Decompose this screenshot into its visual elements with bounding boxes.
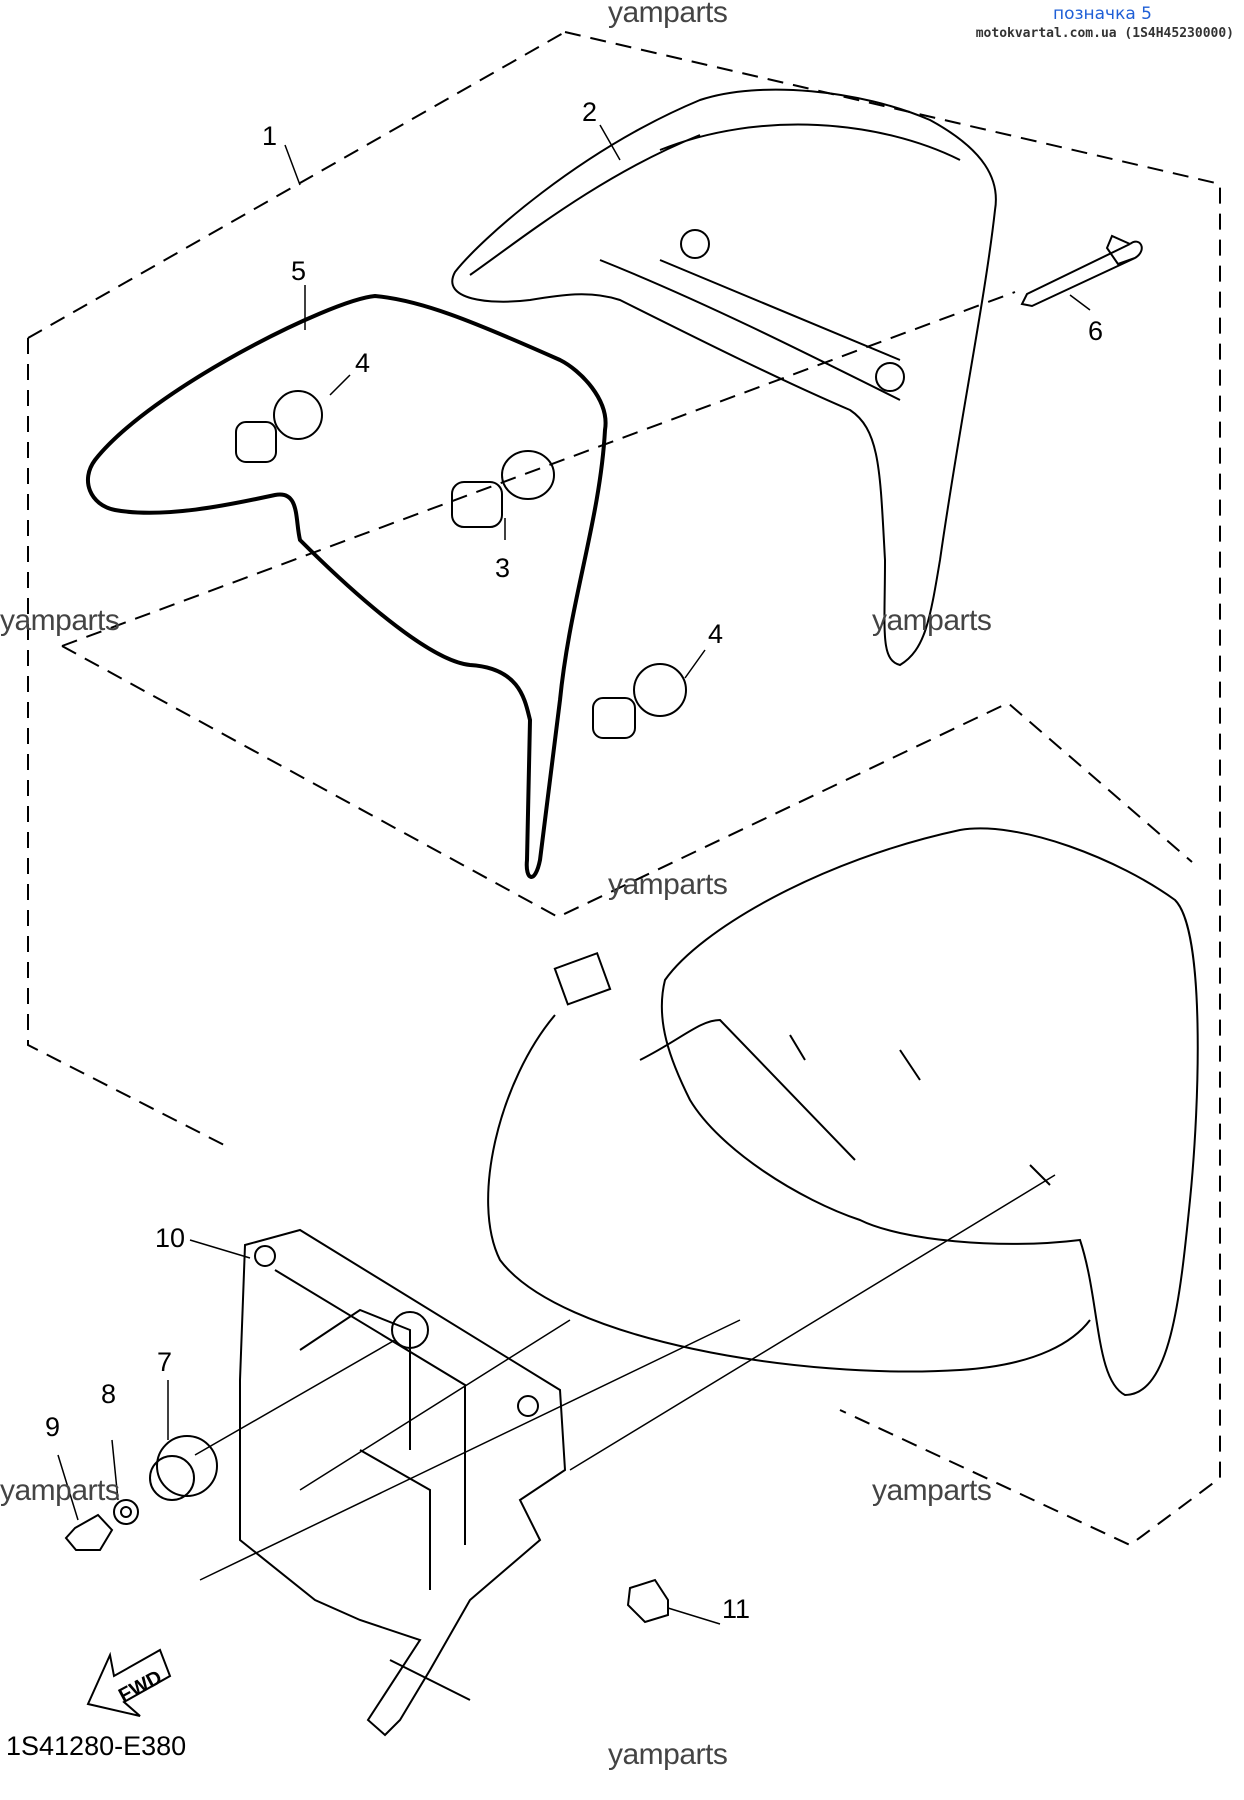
bulb: [451, 450, 555, 528]
callout-8: 8: [101, 1379, 116, 1409]
diagram-code: 1S41280-E380: [6, 1731, 187, 1761]
watermark: yamparts: [608, 0, 728, 29]
bulb: [592, 663, 687, 739]
fwd-label: FWD: [115, 1666, 166, 1707]
watermark: yamparts: [608, 868, 728, 901]
callout-9: 9: [45, 1412, 60, 1442]
watermark: yamparts: [872, 604, 992, 637]
watermark: yamparts: [608, 1738, 728, 1771]
nut: [64, 1513, 114, 1551]
tail-lens: [451, 88, 997, 667]
callout-4: 4: [355, 348, 370, 378]
callout-2: 2: [582, 97, 597, 127]
watermark: yamparts: [0, 604, 120, 637]
bracket: [239, 1228, 567, 1737]
watermark: yamparts: [872, 1474, 992, 1507]
clip: [626, 1578, 669, 1624]
grommet: [149, 1435, 218, 1501]
callout-11: 11: [722, 1594, 750, 1624]
watermark: yamparts: [0, 1474, 120, 1507]
tail-housing: [660, 827, 1199, 1397]
badge-title: позначка 5: [1052, 4, 1152, 24]
callout-6: 6: [1088, 316, 1103, 346]
badge-subtitle: motokvartal.com.ua (1S4H45230000): [975, 26, 1234, 41]
callout-7: 7: [157, 1347, 172, 1377]
washer: [113, 1499, 139, 1525]
assembly-boundary: [27, 31, 1221, 1547]
callout-3: 3: [495, 553, 510, 583]
bolt: [1020, 234, 1143, 308]
bulb: [235, 390, 323, 463]
gasket: [85, 293, 608, 879]
callout-4: 4: [708, 619, 723, 649]
callout-5: 5: [291, 256, 306, 286]
callout-10: 10: [155, 1223, 185, 1253]
callout-1: 1: [262, 121, 277, 151]
wire-harness: [487, 1014, 1091, 1373]
forward-arrow-icon: FWD: [86, 1648, 172, 1717]
